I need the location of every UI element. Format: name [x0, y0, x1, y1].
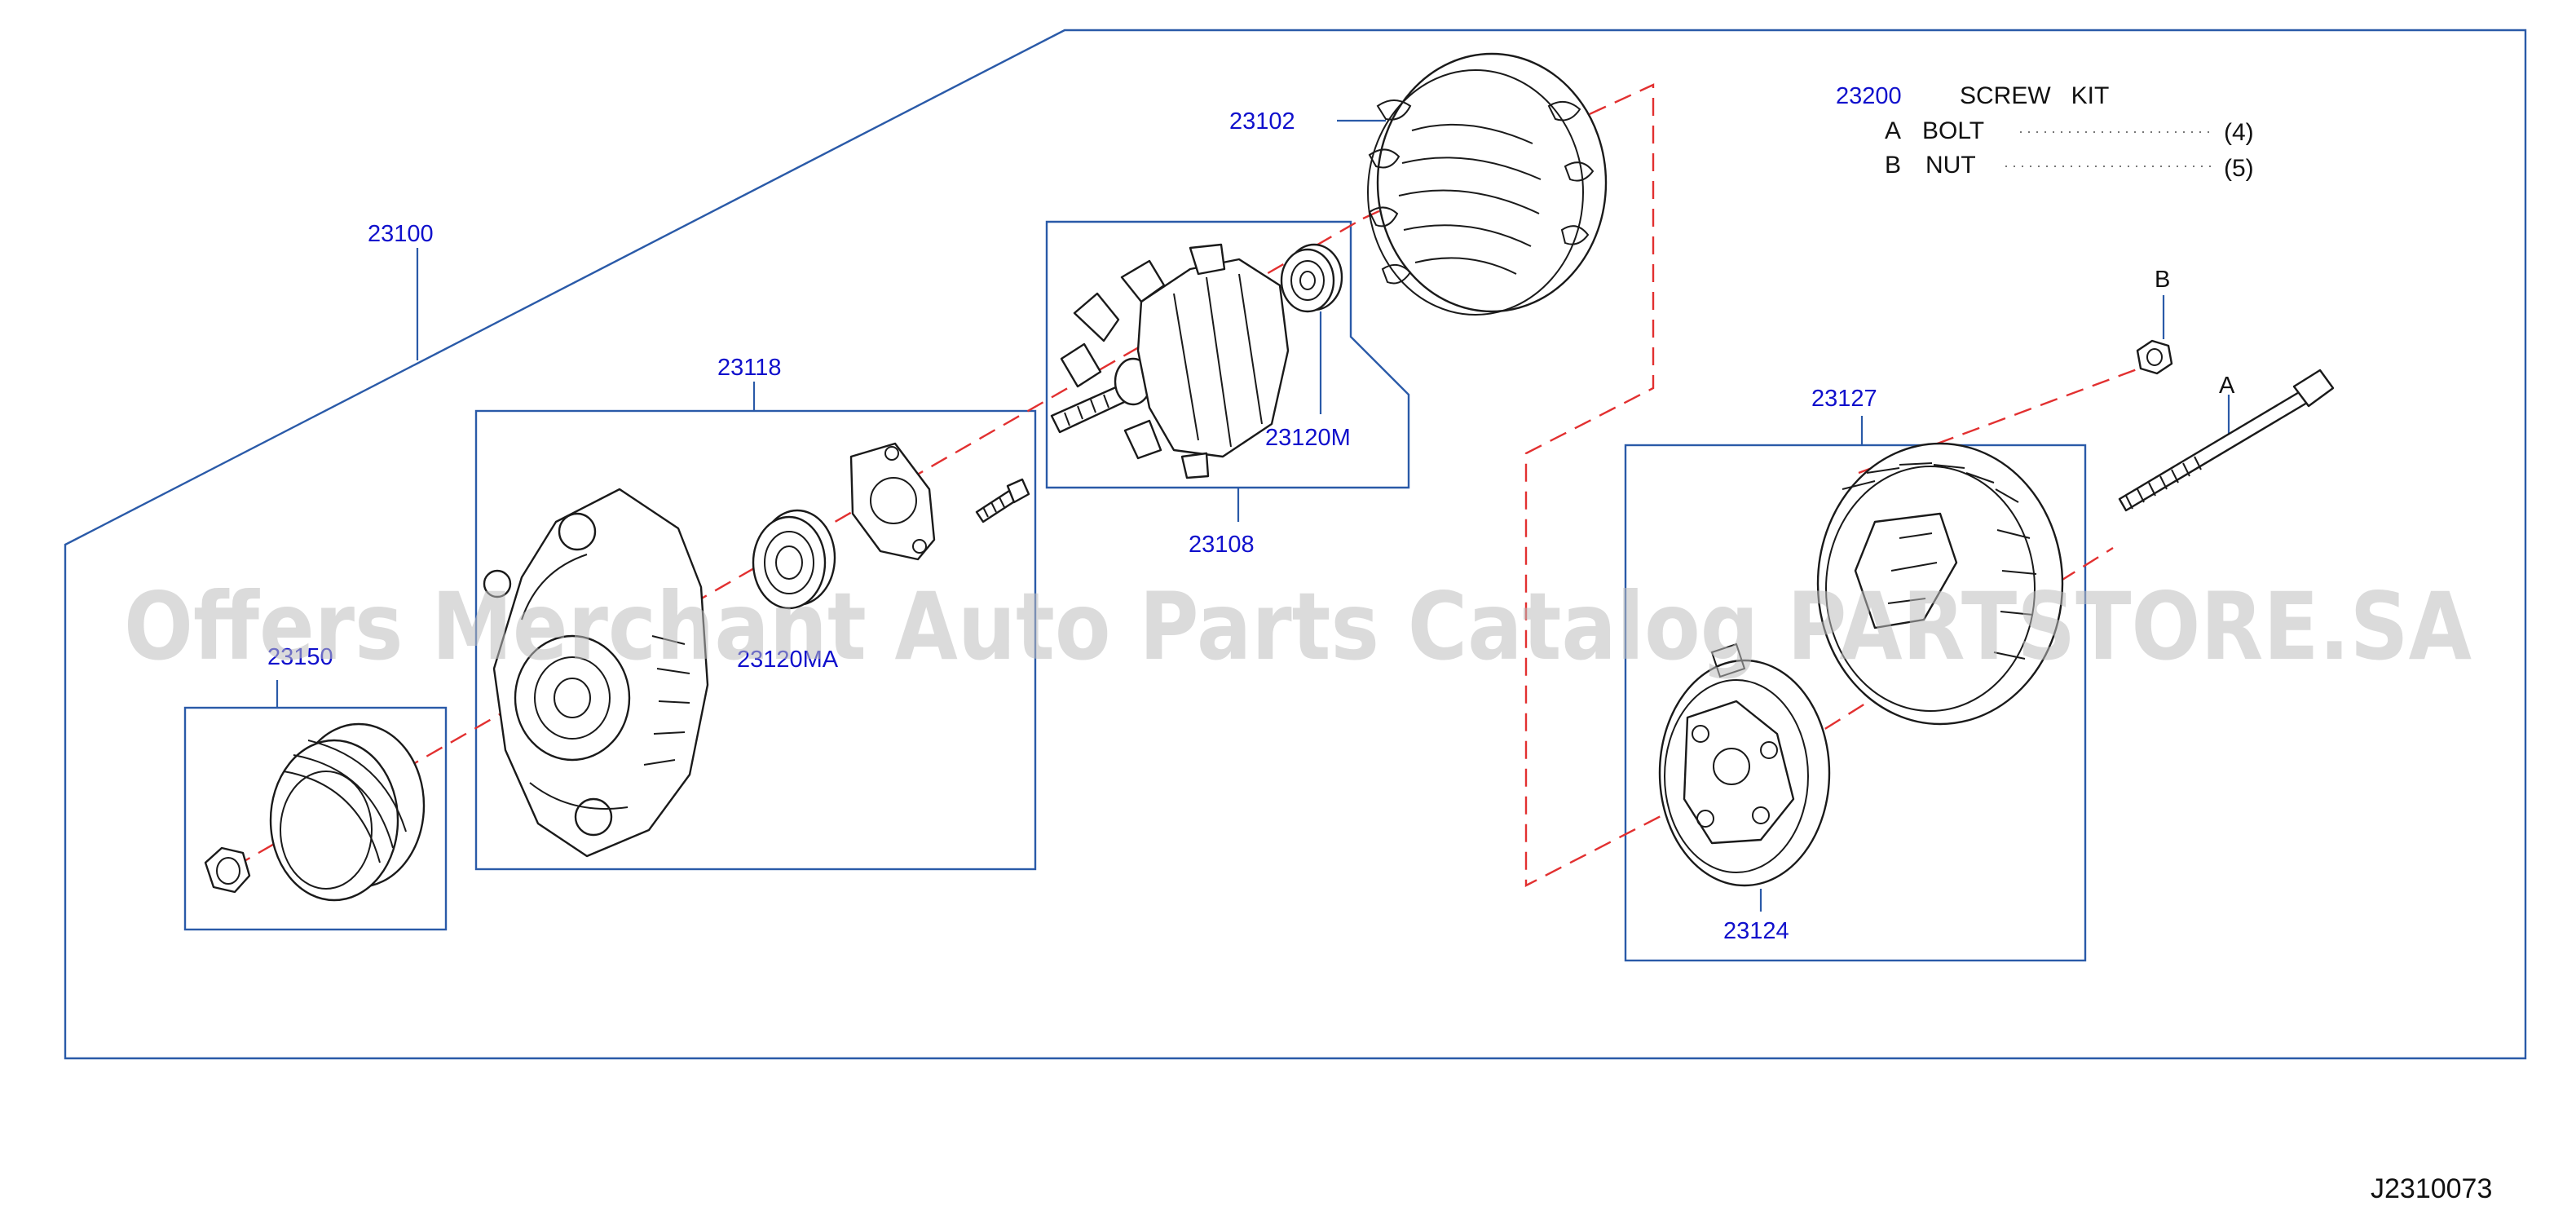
- label-23102: 23102: [1229, 108, 1295, 135]
- label-nut: B: [2155, 267, 2170, 293]
- label-23150: 23150: [267, 644, 333, 670]
- box-23108: [1045, 220, 1410, 489]
- kit-item-qty: (5): [2224, 155, 2254, 182]
- kit-item-qty: (4): [2224, 119, 2254, 146]
- screw-kit-number: 23200: [1836, 83, 1902, 109]
- screw-drawing: [975, 478, 1030, 523]
- bearing-23120m-drawing: [1280, 243, 1343, 313]
- diagram-ref-code: J2310073: [2371, 1173, 2492, 1204]
- screw-kit-title: SCREW KIT: [1960, 82, 2109, 109]
- kit-item-letter: B: [1885, 152, 1901, 179]
- pulley-drawing: [269, 722, 426, 902]
- label-23100: 23100: [368, 221, 434, 247]
- label-bolt: A: [2219, 373, 2235, 399]
- nut-drawing: [2136, 339, 2173, 375]
- box-23127: [1624, 444, 2087, 962]
- label-23120m: 23120M: [1265, 425, 1351, 451]
- bolt-drawing: [2118, 369, 2335, 512]
- assembly-frame: [64, 29, 2527, 1060]
- stator-drawing: [1367, 52, 1608, 316]
- retainer-plate-drawing: [849, 442, 936, 561]
- kit-item-letter: A: [1885, 117, 1901, 144]
- rectifier-drawing: [1658, 643, 1831, 887]
- front-housing-drawing: [483, 488, 709, 858]
- pulley-nut-drawing: [204, 846, 251, 894]
- label-23120ma: 23120MA: [737, 647, 839, 673]
- watermark-text: Offers Merchant Auto Parts Catalog PARTS…: [124, 572, 2472, 681]
- label-23108: 23108: [1189, 532, 1255, 558]
- bearing-23120ma-drawing: [752, 509, 836, 610]
- box-23118: [474, 409, 1037, 871]
- rear-cover-drawing: [1816, 442, 2064, 726]
- screw-kit-legend: 23200 SCREW KIT A BOLT (4) B NUT (5): [1836, 82, 2254, 182]
- kit-item-name: BOLT: [1922, 117, 1984, 144]
- axis-nut: [1858, 362, 2153, 475]
- label-23118: 23118: [717, 355, 782, 381]
- rotor-drawing: [1050, 243, 1290, 479]
- kit-item-name: NUT: [1925, 152, 1976, 179]
- box-23150: [183, 706, 448, 931]
- label-23127: 23127: [1811, 386, 1877, 412]
- label-23124: 23124: [1723, 918, 1789, 944]
- axis-rear-offset: [1362, 83, 1802, 887]
